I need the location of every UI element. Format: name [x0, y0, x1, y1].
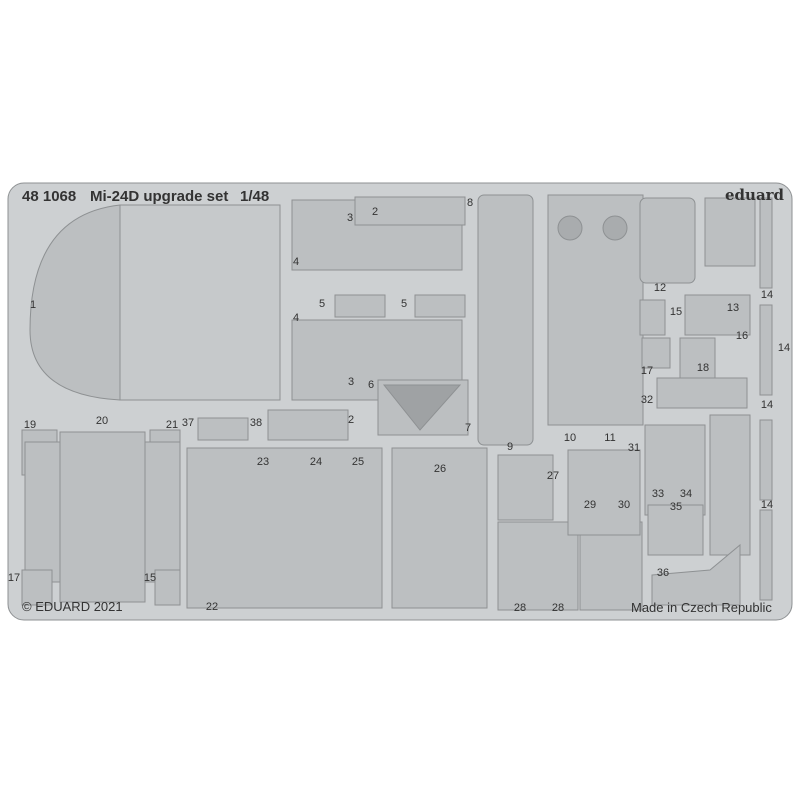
part-number-label: 15: [669, 306, 683, 318]
part-number-label: 3: [347, 376, 355, 388]
part-number-label: 13: [726, 302, 740, 314]
part-number-label: 32: [640, 394, 654, 406]
part-number-label: 25: [351, 456, 365, 468]
part-number-label: 9: [506, 441, 514, 453]
part-number-label: 15: [143, 572, 157, 584]
part-number-label: 3: [346, 212, 354, 224]
parts-29-30: [579, 521, 643, 611]
part-number-label: 16: [735, 330, 749, 342]
part-number-label: 7: [464, 422, 472, 434]
part-number-label: 2: [347, 414, 355, 426]
part-number-label: 10: [563, 432, 577, 444]
part-number-label: 2: [371, 206, 379, 218]
part-number-label: 30: [617, 499, 631, 511]
part-12: [639, 197, 696, 284]
part-number-label: 5: [400, 298, 408, 310]
set-scale: 1/48: [240, 188, 270, 205]
part-number-label: 1: [29, 299, 37, 311]
strips-bottom: [291, 319, 463, 401]
part-number-label: 36: [656, 567, 670, 579]
part-number-label: 19: [23, 419, 37, 431]
brand-logo: eduard: [725, 186, 785, 204]
part-number-label: 5: [318, 298, 326, 310]
part-number-label: 21: [165, 419, 179, 431]
parts-33-34: [644, 424, 706, 516]
part-number-label: 27: [546, 470, 560, 482]
part-26: [391, 447, 488, 609]
origin: Made in Czech Republic: [631, 600, 772, 615]
part-number-label: 23: [256, 456, 270, 468]
part-number-label: 14: [760, 499, 774, 511]
set-title: Mi-24D upgrade set: [90, 188, 229, 205]
part-number-label: 33: [651, 488, 665, 500]
part-number-label: 11: [604, 432, 616, 444]
part-number-label: 14: [777, 342, 791, 354]
part-number-label: 12: [653, 282, 667, 294]
part-20-center: [59, 431, 146, 603]
part-number-label: 34: [679, 488, 693, 500]
copyright: © EDUARD 2021: [22, 599, 123, 614]
part-number-label: 8: [466, 197, 474, 209]
part-36: [651, 543, 741, 606]
part-number-label: 14: [760, 289, 774, 301]
part-number-label: 6: [367, 379, 375, 391]
part-number-label: 4: [292, 312, 300, 324]
part-35: [647, 504, 704, 556]
parts: [21, 194, 773, 611]
part-number-label: 28: [551, 602, 565, 614]
part-number-label: 17: [640, 365, 654, 377]
part-number-label: 26: [433, 463, 447, 475]
part-number-label: 22: [205, 601, 219, 613]
part-number-label: 24: [309, 456, 323, 468]
part-number-label: 20: [95, 415, 109, 427]
part-31: [567, 449, 641, 536]
part-28: [497, 521, 579, 611]
part-9: [477, 194, 534, 446]
part-number-label: 37: [181, 417, 195, 429]
part-number-label: 18: [696, 362, 710, 374]
part-16: [684, 294, 751, 336]
part-number-label: 4: [292, 256, 300, 268]
parts-22-25: [186, 447, 383, 609]
part-number-label: 29: [583, 499, 597, 511]
set-code: 48 1068: [22, 188, 77, 205]
part-number-label: 14: [760, 399, 774, 411]
part-27: [497, 454, 554, 521]
part-number-label: 38: [249, 417, 263, 429]
part-number-label: 31: [627, 442, 641, 454]
part-13: [704, 197, 756, 267]
part-number-label: 35: [669, 501, 683, 513]
part-number-label: 28: [513, 602, 527, 614]
part-number-label: 17: [7, 572, 21, 584]
